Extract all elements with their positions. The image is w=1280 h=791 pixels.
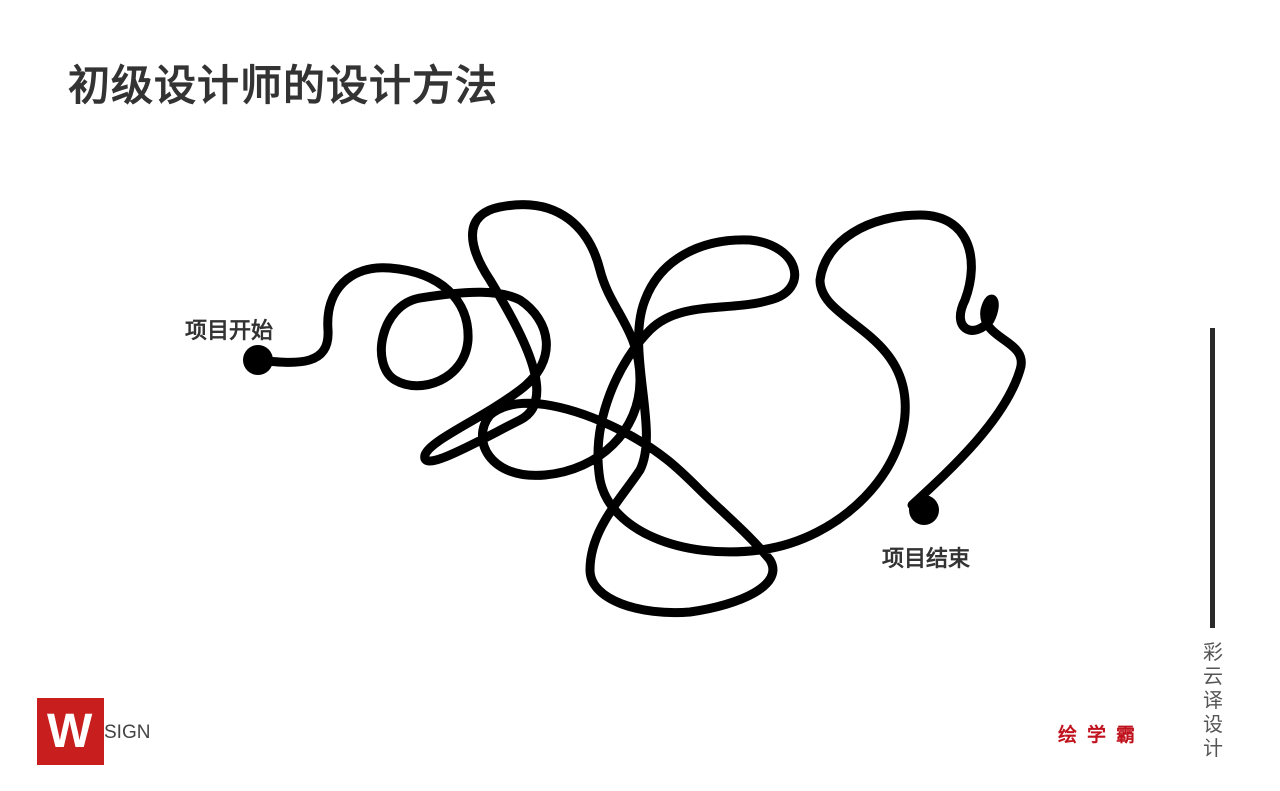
side-watermark-text: 彩云译设计 (1203, 640, 1223, 760)
end-dot (909, 495, 939, 525)
tangled-line (253, 200, 1026, 618)
brand-watermark: 绘学霸 (1058, 724, 1146, 746)
start-dot (243, 345, 273, 375)
logo-text: SIGN (104, 722, 151, 743)
start-label: 项目开始 (185, 319, 274, 344)
logo-letter: W (47, 705, 93, 758)
page-title: 初级设计师的设计方法 (68, 61, 499, 110)
vertical-divider (1210, 328, 1215, 628)
logo: W (37, 698, 104, 765)
end-label: 项目结束 (882, 547, 971, 572)
